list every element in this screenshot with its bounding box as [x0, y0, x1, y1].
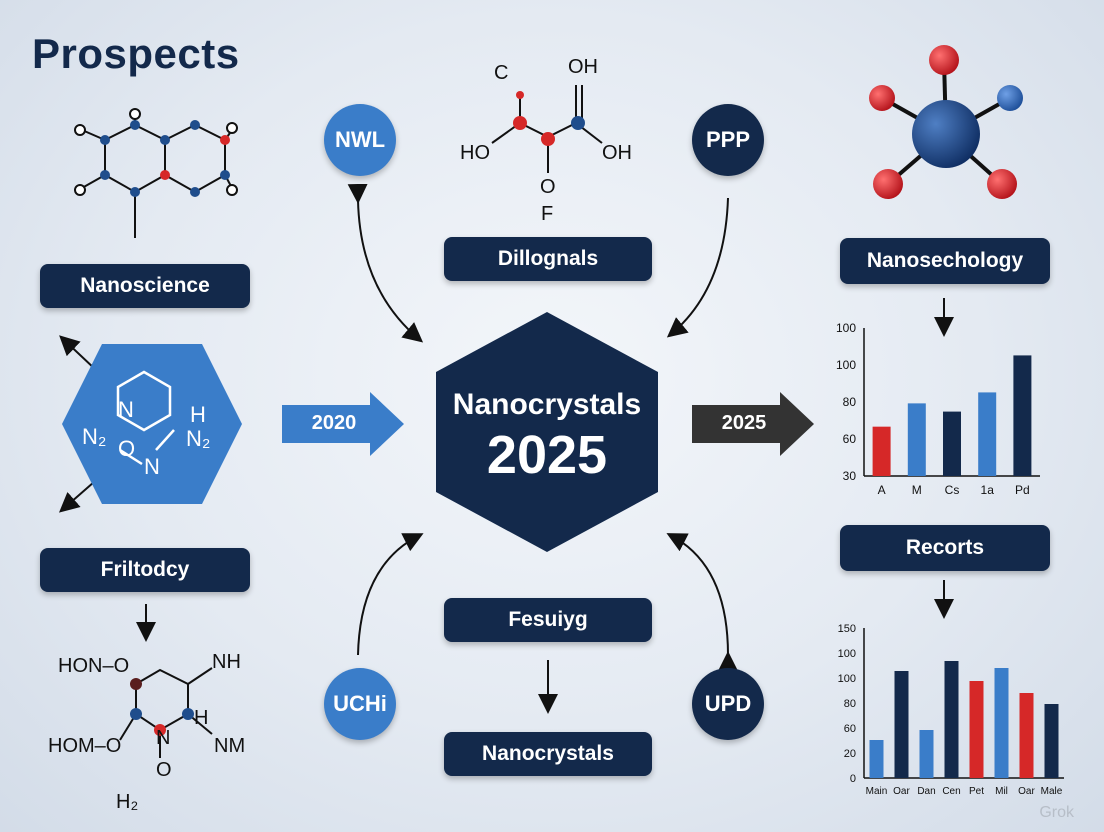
arrow-ppp-center	[666, 197, 729, 338]
x-tick-label: Oar	[1018, 786, 1035, 797]
center-hexagon	[436, 312, 658, 552]
label-nanosechology: Nanosechology	[840, 238, 1050, 284]
x-tick-label: Pet	[969, 786, 984, 797]
atom-n3: N	[144, 454, 160, 479]
bar	[944, 661, 959, 778]
atom-ho: HO	[460, 142, 490, 164]
bar	[1013, 355, 1032, 476]
molecule-hexagon-content: N H N₂ N₂ O N	[82, 370, 210, 479]
bar	[869, 740, 884, 778]
arrow-2020-shape	[282, 392, 404, 456]
atom-hom: HOM–O	[48, 735, 121, 757]
atom-n1: N	[118, 397, 134, 422]
bar	[894, 671, 909, 778]
bar	[919, 730, 934, 778]
x-tick-label: M	[912, 483, 922, 497]
atom-n2-right: N₂	[186, 426, 210, 451]
molecule-bottom-left: HON–O NH HOM–O H N NM O H₂	[48, 651, 245, 813]
label-friltodcy: Friltodcy	[40, 548, 250, 592]
atom-hon: HON–O	[58, 655, 129, 677]
x-tick-label: Pd	[1015, 483, 1030, 497]
atom-nh: NH	[212, 651, 241, 673]
circle-uchi: UCHi	[324, 668, 396, 740]
center-year: 2025	[486, 425, 608, 485]
molecule-top-center: C OH HO OH O F	[460, 56, 632, 225]
arrow-hex-downleft	[58, 481, 95, 513]
bar	[994, 668, 1009, 778]
label-nanoscience: Nanoscience	[40, 264, 250, 308]
bar	[978, 392, 997, 476]
arrow-hex-upleft	[59, 335, 97, 371]
bar	[907, 403, 926, 476]
atom-nm: NM	[214, 735, 245, 757]
center-title: Nanocrystals	[452, 388, 642, 421]
arrow-2025-label: 2025	[721, 412, 767, 434]
bar	[943, 411, 961, 476]
circle-ppp: PPP	[692, 104, 764, 176]
atom-oh-top: OH	[568, 56, 598, 78]
arrow-uchi-center	[357, 533, 424, 656]
atom-h2: H₂	[116, 791, 138, 813]
watermark: Grok	[1039, 804, 1074, 821]
x-tick-label: Main	[866, 786, 888, 797]
y-tick-label: 30	[843, 469, 857, 483]
label-nanocrystals: Nanocrystals	[444, 732, 652, 776]
bar	[1044, 704, 1059, 778]
page-title: Prospects	[32, 30, 240, 77]
circle-upd: UPD	[692, 668, 764, 740]
y-tick-label: 80	[843, 395, 857, 409]
bar	[872, 426, 891, 476]
y-tick-label: 60	[844, 723, 856, 735]
molecule-tetrahedral	[869, 45, 1023, 199]
molecule-fused-rings	[74, 108, 238, 238]
y-tick-label: 80	[844, 698, 856, 710]
atom-o: O	[156, 759, 172, 781]
arrow-2025-shape	[692, 392, 814, 456]
arrow-2020-label: 2020	[311, 412, 357, 434]
y-tick-label: 60	[843, 432, 857, 446]
atom-o: O	[118, 436, 135, 461]
arrow-upd-center	[666, 533, 739, 672]
atom-h: H	[194, 707, 208, 729]
y-tick-label: 100	[836, 321, 856, 335]
atom-n2-left: N₂	[82, 424, 106, 449]
atom-n: N	[156, 727, 170, 749]
atom-f: F	[541, 203, 553, 225]
x-tick-label: Mil	[995, 786, 1008, 797]
y-tick-label: 100	[838, 673, 856, 685]
bar	[969, 681, 984, 778]
x-tick-label: Cen	[942, 786, 960, 797]
y-tick-label: 150	[838, 623, 856, 635]
x-tick-label: 1a	[981, 483, 995, 497]
y-tick-label: 100	[836, 358, 856, 372]
bar	[1019, 693, 1034, 778]
x-tick-label: Oar	[893, 786, 910, 797]
atom-oh-right: OH	[602, 142, 632, 164]
x-tick-label: A	[878, 483, 886, 497]
label-fesuiyg: Fesuiyg	[444, 598, 652, 642]
y-tick-label: 100	[838, 648, 856, 660]
x-tick-label: Cs	[945, 483, 960, 497]
y-tick-label: 20	[844, 748, 856, 760]
y-tick-label: 0	[850, 773, 856, 785]
atom-c: C	[494, 62, 508, 84]
label-recorts: Recorts	[840, 525, 1050, 571]
x-tick-label: Male	[1041, 786, 1063, 797]
atom-h: H	[190, 402, 206, 427]
arrow-nwl-center	[347, 183, 424, 343]
atom-o: O	[540, 176, 556, 198]
label-dillognals: Dillognals	[444, 237, 652, 281]
x-tick-label: Dan	[917, 786, 935, 797]
circle-nwl: NWL	[324, 104, 396, 176]
